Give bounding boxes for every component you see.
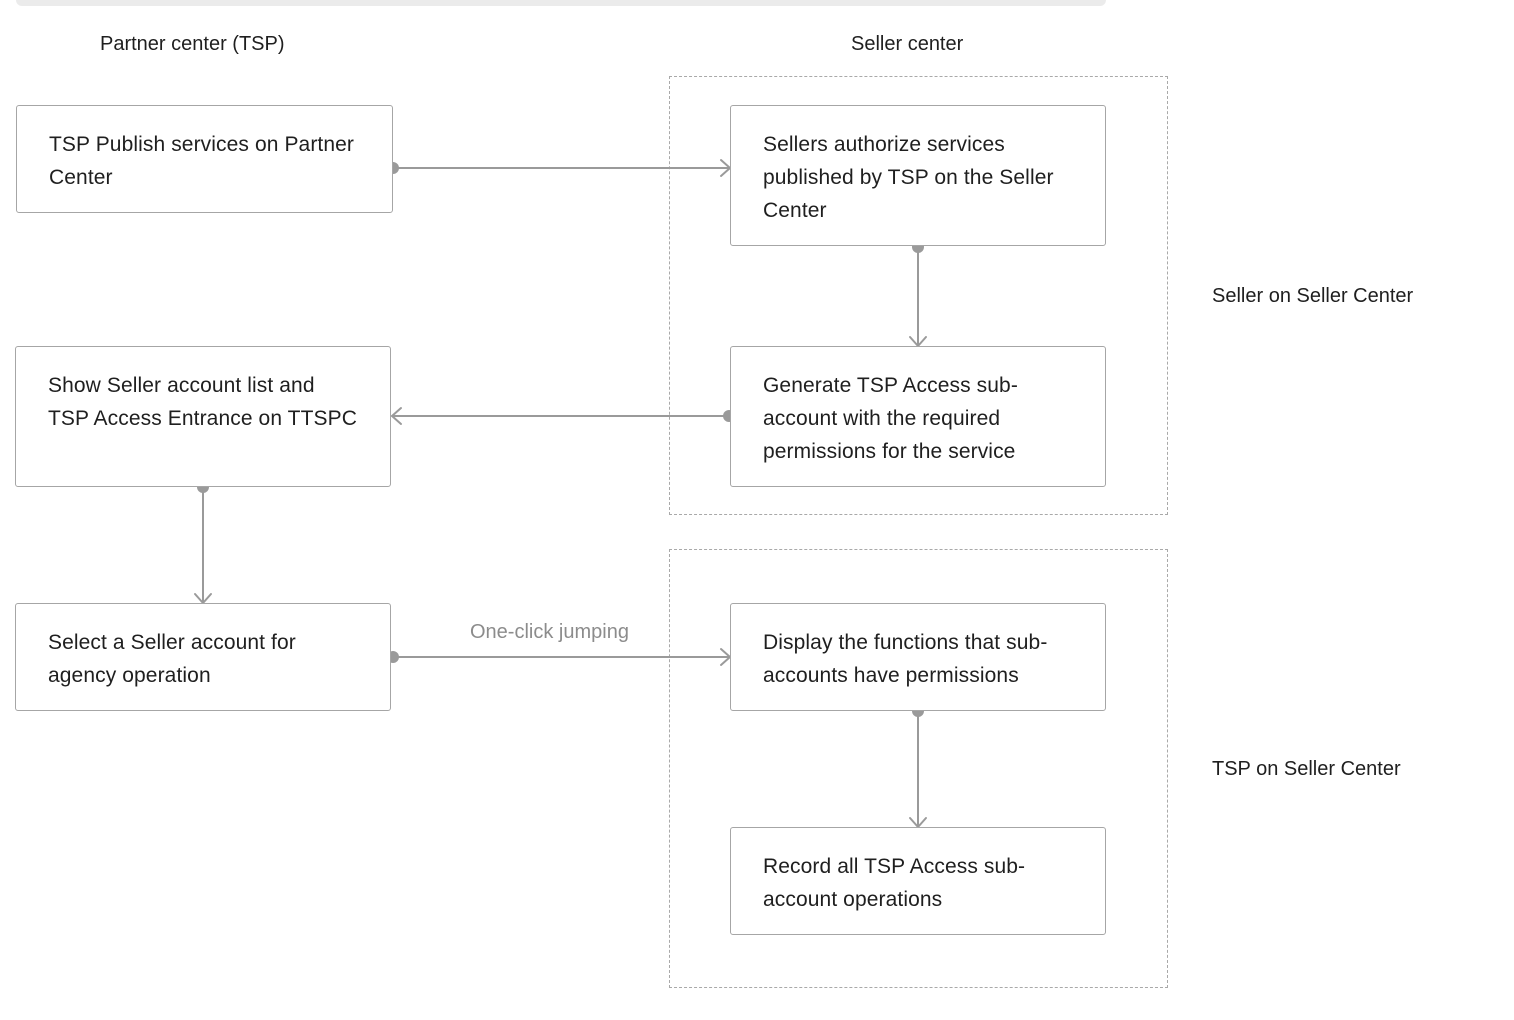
top-divider-bar	[16, 0, 1106, 6]
tsp-on-seller-center-label: TSP on Seller Center	[1212, 758, 1401, 780]
node-display-functions: Display the functions that sub-accounts …	[730, 603, 1106, 711]
arrowhead-show-list-icon	[391, 407, 402, 425]
seller-on-seller-center-label: Seller on Seller Center	[1212, 285, 1414, 307]
arrowhead-select-icon	[194, 593, 212, 604]
seller-on-seller-center-group	[669, 76, 1168, 515]
node-select-seller-account: Select a Seller account for agency opera…	[15, 603, 391, 711]
node-generate-tsp-subaccount: Generate TSP Access sub-account with the…	[730, 346, 1106, 487]
one-click-jumping-label: One-click jumping	[470, 621, 629, 643]
node-record-operations: Record all TSP Access sub-account operat…	[730, 827, 1106, 935]
partner-center-header: Partner center (TSP)	[100, 33, 285, 55]
node-sellers-authorize-services: Sellers authorize services published by …	[730, 105, 1106, 246]
tsp-on-seller-center-group	[669, 549, 1168, 988]
node-show-seller-account-list: Show Seller account list and TSP Access …	[15, 346, 391, 487]
seller-center-header: Seller center	[851, 33, 964, 55]
node-tsp-publish-services: TSP Publish services on Partner Center	[16, 105, 393, 213]
